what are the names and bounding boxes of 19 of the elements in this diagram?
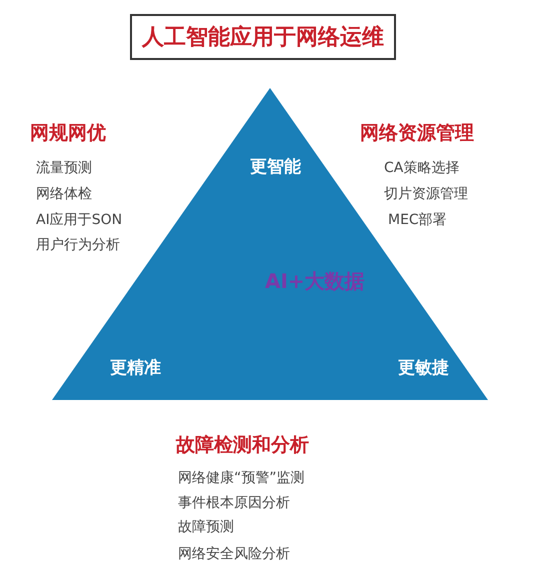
center-label: AI+大数据	[265, 268, 365, 295]
list-item: 流量预测	[36, 159, 92, 177]
list-item: MEC部署	[388, 211, 447, 229]
list-item: 网络健康“预警”监测	[178, 469, 305, 487]
list-item: AI应用于SON	[36, 211, 122, 229]
triangle-label: 更敏捷	[398, 357, 449, 379]
triangle-label: 更精准	[110, 357, 161, 379]
list-item: 故障预测	[178, 518, 234, 536]
list-item: 用户行为分析	[36, 236, 120, 254]
list-item: 切片资源管理	[384, 185, 468, 203]
list-item: 网络安全风险分析	[178, 545, 290, 563]
section-heading: 网规网优	[30, 121, 106, 146]
title: 人工智能应用于网络运维	[130, 14, 396, 60]
list-item: 事件根本原因分析	[178, 494, 290, 512]
triangle-label: 更智能	[250, 156, 301, 178]
section-heading: 网络资源管理	[360, 121, 474, 146]
section-heading: 故障检测和分析	[176, 433, 309, 458]
list-item: 网络体检	[36, 185, 92, 203]
list-item: CA策略选择	[384, 159, 460, 177]
